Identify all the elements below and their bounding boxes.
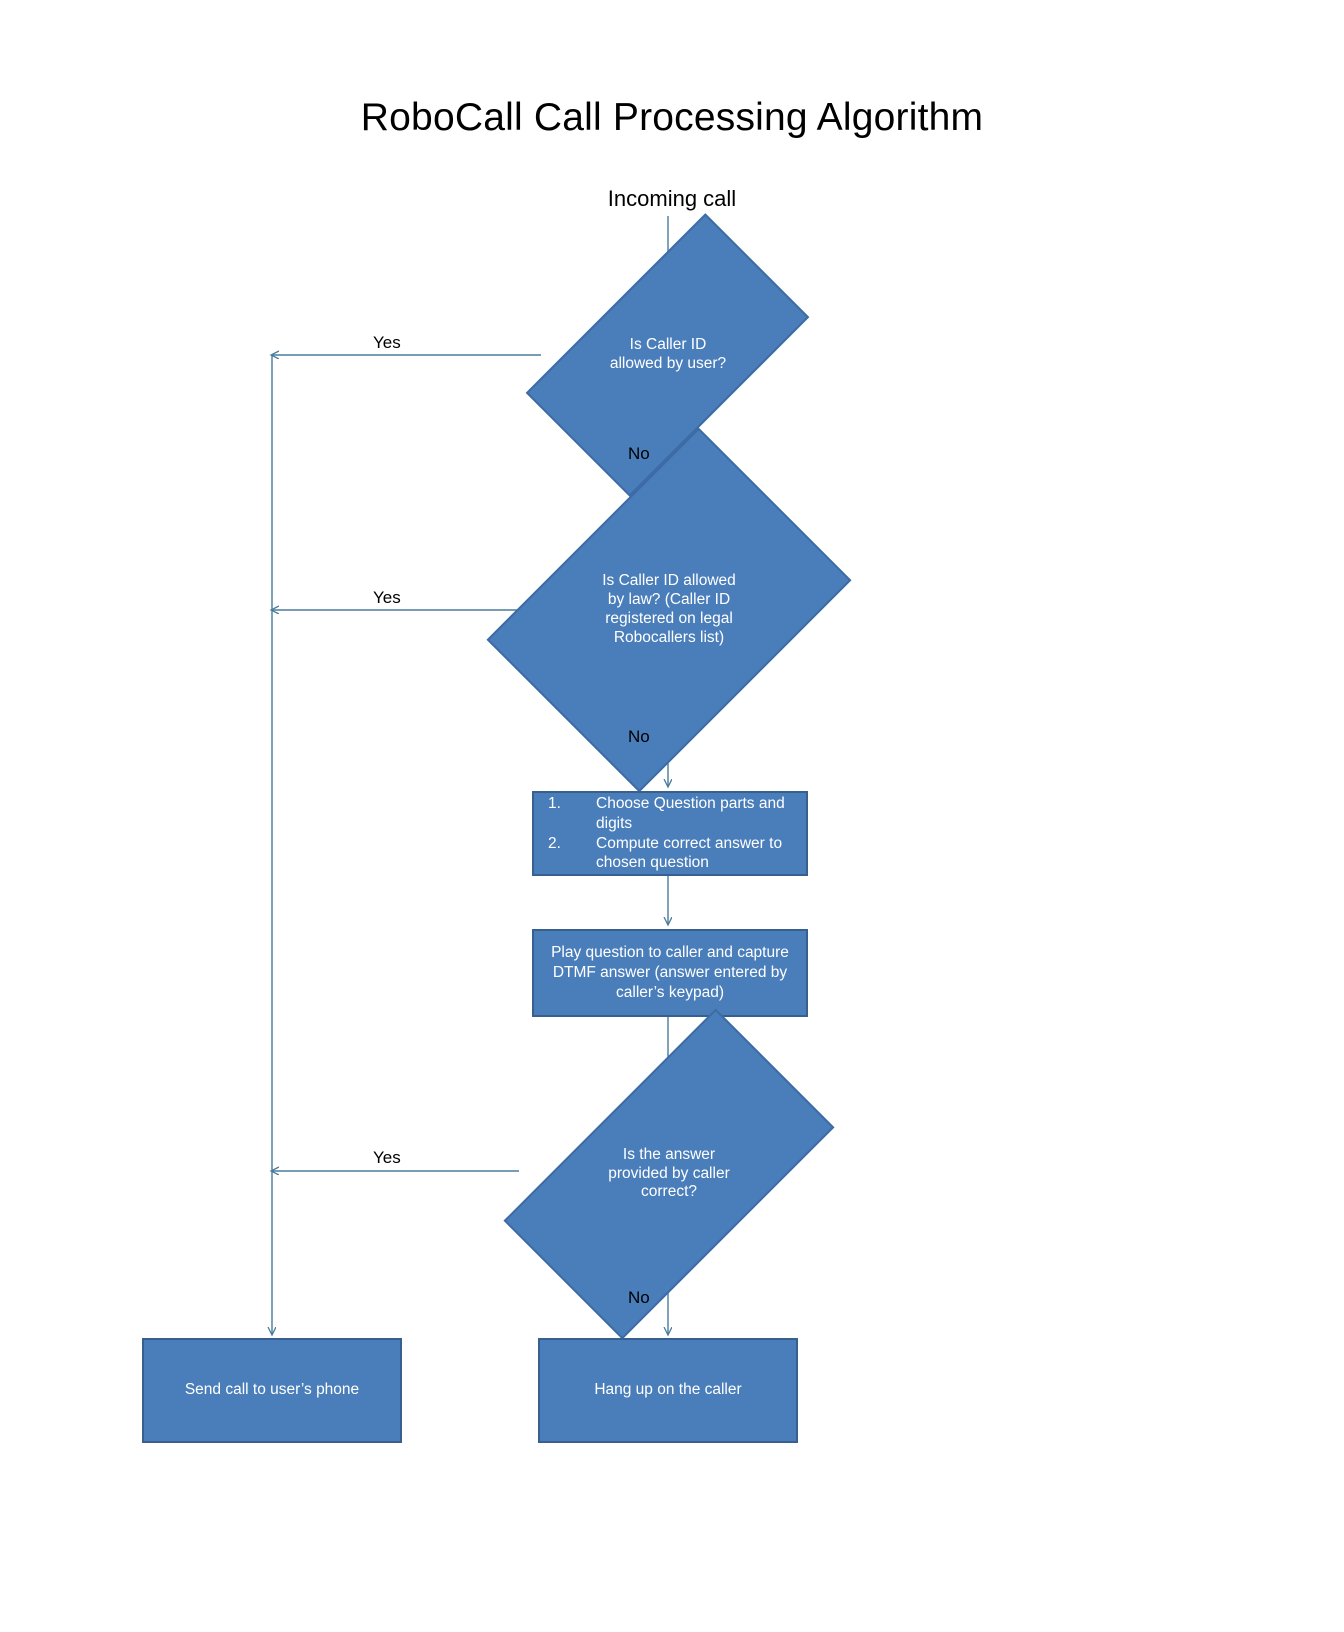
terminal-send-call-box[interactable]: Send call to user’s phone <box>142 1338 402 1443</box>
process-label: Play question to caller and capture DTMF… <box>551 943 789 1002</box>
terminal-label: Hang up on the caller <box>594 1381 742 1399</box>
decision-caller-id-allowed-by-user[interactable]: Is Caller ID allowed by user? <box>525 213 810 497</box>
process-step-item: Choose Question parts and digits <box>548 794 785 832</box>
process-step-list: Choose Question parts and digits Compute… <box>534 794 806 872</box>
decision-label: Is the answer provided by caller correct… <box>608 1145 730 1201</box>
edge-label-no-decision1: No <box>628 444 650 463</box>
decision-label: Is Caller ID allowed by law? (Caller ID … <box>602 572 736 646</box>
edge-label-no-decision2: No <box>628 727 650 746</box>
process-play-question-box[interactable]: Play question to caller and capture DTMF… <box>532 929 808 1017</box>
process-step-item: Compute correct answer to chosen questio… <box>548 834 783 872</box>
edge-label-yes-decision1: Yes <box>373 333 401 352</box>
decision-caller-id-allowed-by-law[interactable]: Is Caller ID allowed by law? (Caller ID … <box>486 427 852 793</box>
entry-label: Incoming call <box>607 186 737 211</box>
edge-label-yes-decision2: Yes <box>373 588 401 607</box>
decision-label: Is Caller ID allowed by user? <box>609 335 727 372</box>
process-choose-question-box[interactable]: Choose Question parts and digits Compute… <box>532 791 808 876</box>
edge-label-no-decision3: No <box>628 1288 650 1307</box>
edge-label-yes-decision3: Yes <box>373 1148 401 1167</box>
decision-answer-correct[interactable]: Is the answer provided by caller correct… <box>503 1008 835 1340</box>
terminal-label: Send call to user’s phone <box>184 1381 360 1399</box>
page-title: RoboCall Call Processing Algorithm <box>360 96 984 139</box>
terminal-hang-up-box[interactable]: Hang up on the caller <box>538 1338 798 1443</box>
